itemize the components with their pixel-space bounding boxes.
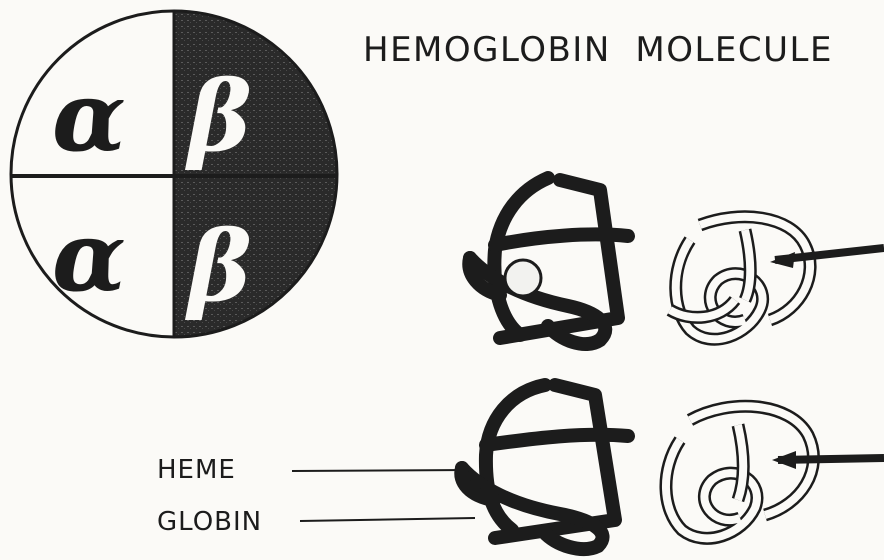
beta-bottom-right: β (185, 210, 252, 323)
arrow-bottom-head (772, 451, 796, 469)
alpha-top-left: α (52, 60, 126, 173)
beta-chain-top (469, 178, 628, 344)
alpha-chain-bottom (666, 406, 813, 538)
beta-top-right: β (185, 60, 252, 173)
alpha-chain-top (670, 217, 810, 339)
globin-leader-line (300, 518, 475, 521)
beta-chain-bottom (461, 385, 628, 549)
arrow-top-head (770, 252, 795, 268)
heme-leader-line (292, 470, 470, 471)
globin-label: GLOBIN (157, 507, 262, 537)
heme-label: HEME (157, 455, 236, 485)
diagram-title: HEMOGLOBIN MOLECULE (363, 30, 833, 70)
alpha-bottom-left: α (52, 200, 126, 313)
